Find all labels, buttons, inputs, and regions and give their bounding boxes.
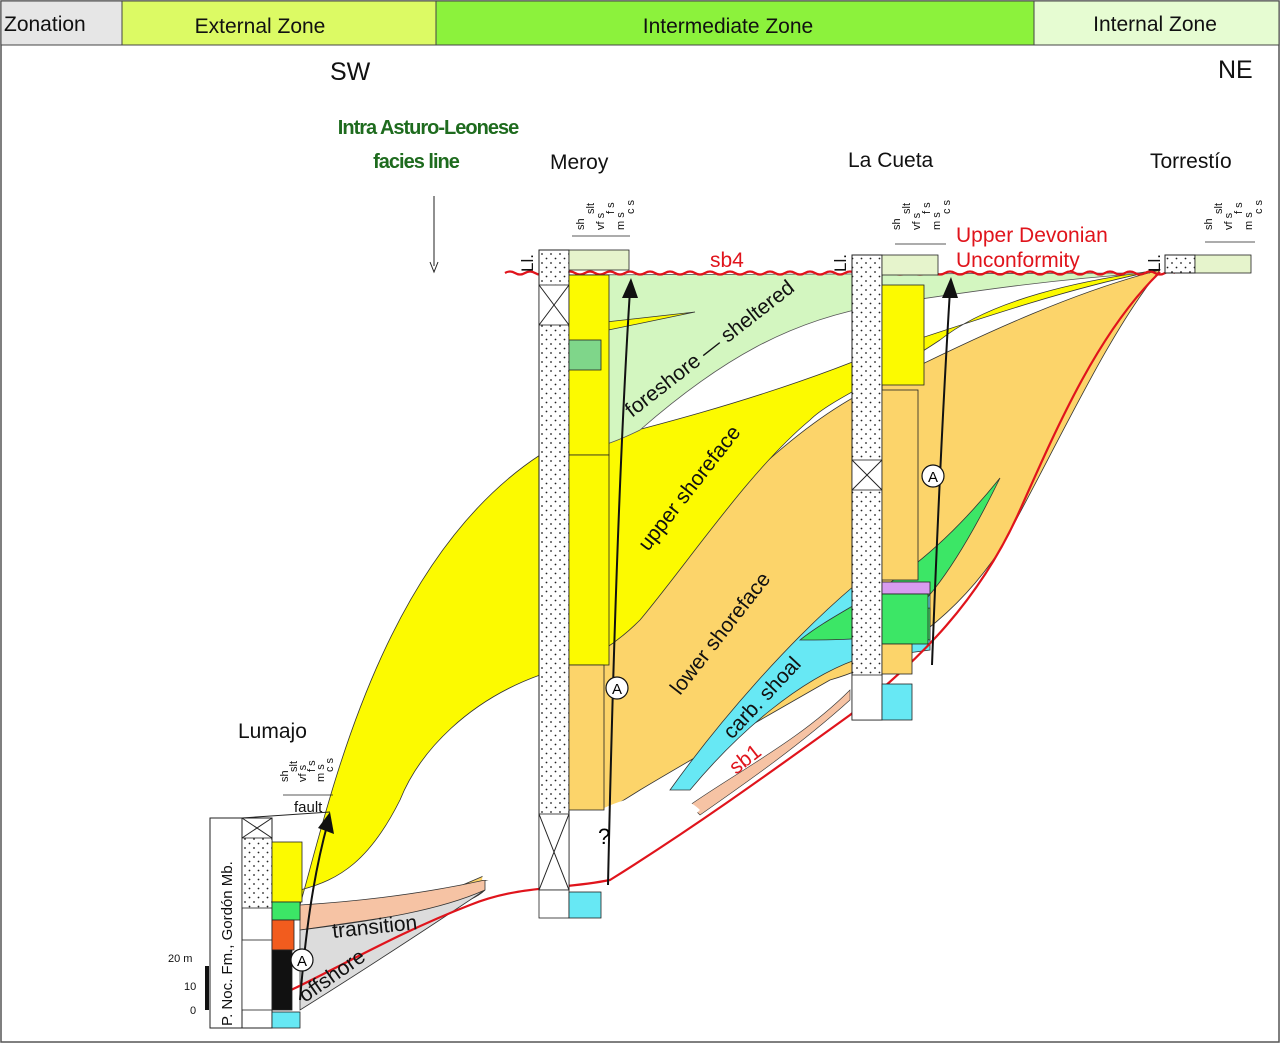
section-la-cueta-label: La Cueta (848, 149, 934, 172)
grain-cs: c s (625, 199, 637, 214)
column-la-cueta (851, 254, 939, 721)
section-lumajo-label: Lumajo (238, 720, 307, 743)
svg-text:A: A (612, 681, 622, 698)
grain-fs: f s (605, 202, 617, 214)
marker-a-lumajo: A (290, 948, 314, 972)
sb4-label: sb4 (710, 249, 744, 272)
grain-fs: f s (921, 202, 933, 214)
grain-sh: sh (891, 218, 903, 230)
grain-slt: slt (1213, 203, 1225, 214)
ll-marker-la-cueta: Ll. (831, 254, 850, 272)
trend-arrow-meroy (607, 278, 638, 886)
zonation-cell (0, 0, 123, 46)
section-torrestio-label: Torrestío (1150, 150, 1232, 173)
grain-sh: sh (575, 218, 587, 230)
unconformity-label-1: Upper Devonian (956, 224, 1108, 247)
grain-vfs: vf s (1223, 212, 1235, 230)
facies-line-arrow-icon (429, 196, 439, 274)
grain-size-axis-la-cueta: sh slt vf s f s m s c s (891, 199, 953, 245)
offshore-body (299, 889, 486, 1011)
svg-text:A: A (297, 953, 307, 970)
grain-ms: m s (1243, 212, 1255, 230)
scale-tick-10: 10 (184, 981, 196, 993)
marker-a-meroy: A (605, 676, 629, 700)
column-meroy (538, 249, 630, 919)
fault-label: fault (294, 799, 323, 816)
column-torrestio (1164, 254, 1252, 274)
zonation-label: Zonation (4, 13, 86, 36)
grain-ms: m s (315, 764, 327, 782)
marker-a-la-cueta: A (921, 464, 945, 488)
scale-tick-20: 20 m (168, 953, 192, 965)
ll-marker-meroy: Ll. (518, 254, 537, 272)
section-meroy-label: Meroy (550, 151, 609, 174)
erosional-gap (482, 795, 700, 880)
grain-fs: f s (1233, 202, 1245, 214)
grain-sh: sh (1203, 218, 1215, 230)
grain-sh: sh (279, 770, 291, 782)
column-lumajo (209, 817, 303, 1029)
sb1-boundary (241, 271, 1161, 1014)
grain-slt: slt (585, 203, 597, 214)
svg-text:A: A (928, 469, 938, 486)
grain-cs: c s (324, 757, 336, 772)
sb1-strip (689, 689, 851, 816)
grain-ms: m s (615, 212, 627, 230)
zone-external-label: External Zone (195, 15, 326, 38)
grain-ms: m s (931, 212, 943, 230)
unconformity-label-2: Unconformity (956, 249, 1080, 272)
direction-sw: SW (330, 58, 371, 86)
scale-bar: 20 m 10 0 (168, 953, 209, 1017)
grain-vfs: vf s (911, 212, 923, 230)
grain-fs: f s (306, 760, 318, 772)
direction-ne: NE (1218, 56, 1253, 84)
zone-internal (1033, 0, 1280, 46)
grain-slt: slt (288, 761, 300, 772)
grain-size-axis-torrestio: sh slt vf s f s m s c s (1203, 199, 1265, 243)
ll-marker-torrestio: Ll. (1145, 254, 1164, 272)
grain-vfs: vf s (297, 764, 309, 782)
grain-size-axis-meroy: sh slt vf s f s m s c s (572, 199, 637, 237)
zone-intermediate (435, 0, 1035, 46)
zone-intermediate-label: Intermediate Zone (643, 15, 813, 38)
grain-size-axis-lumajo: sh slt vf s f s m s c s (279, 757, 336, 796)
formation-label: P. Noc. Fm., Gordón Mb. (219, 861, 236, 1026)
zone-external (121, 0, 437, 46)
fault-line (241, 811, 331, 819)
zonation-header: Zonation External Zone Intermediate Zone… (0, 0, 1280, 46)
grain-cs: c s (941, 199, 953, 214)
grain-vfs: vf s (595, 212, 607, 230)
trend-arrow-lumajo (299, 812, 334, 1001)
sb4-boundary (504, 270, 1176, 276)
question-mark: ? (598, 824, 610, 849)
facies-line-label-1: Intra Asturo-Leonese (338, 117, 519, 139)
grain-slt: slt (901, 203, 913, 214)
zone-internal-label: Internal Zone (1093, 13, 1217, 36)
trend-arrow-la-cueta (931, 277, 958, 666)
facies-line-label-2: facies line (373, 151, 460, 173)
grain-cs: c s (1253, 199, 1265, 214)
scale-tick-0: 0 (190, 1005, 196, 1017)
